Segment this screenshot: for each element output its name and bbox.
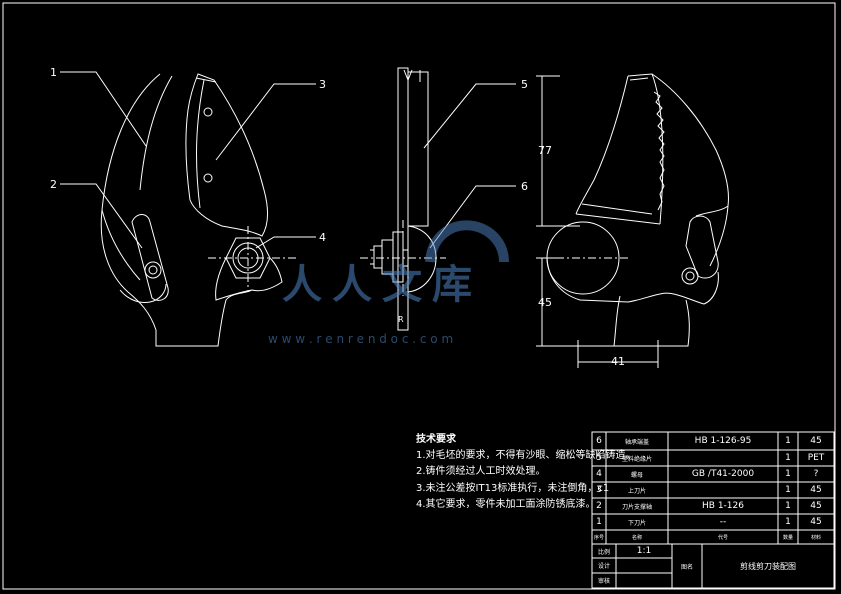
dimension-41: 41 [611,355,625,368]
scale-label: 比例 [597,548,610,556]
right-view [546,73,729,347]
header-name: 名称 [631,534,642,541]
left-view [100,73,283,347]
part-name: 塑料绝缘片 [621,455,652,463]
parts-list-grid [591,431,835,545]
tech-requirement-line: 3.未注公差按IT13标准执行，未注倒角，c1 [416,483,610,494]
dimension-r: R [398,315,404,324]
part-material: 45 [810,436,822,446]
drawn-label: 设计 [597,563,610,570]
callout-3: 3 [319,78,326,91]
part-standard [668,482,778,498]
header-number: 序号 [593,534,604,541]
right-blade-outline [627,73,729,217]
part-number: 3 [596,485,602,495]
part-quantity: 1 [785,485,791,495]
part-material: 45 [810,485,822,495]
side-view [370,67,437,331]
part-quantity: 1 [785,453,791,463]
watermark-url: w w w . r e n r e n d o c . c o m [268,332,454,346]
callout-4: 4 [319,231,326,244]
part-standard: HB 1-126-95 [694,436,752,446]
header-material: 材料 [810,534,821,541]
callout-1: 1 [50,66,57,79]
watermark-logo [425,220,509,263]
title-block-grid [591,543,835,589]
leader-lines [60,71,516,249]
part-material: ? [813,469,819,479]
tech-requirements-title: 技术要求 [416,434,456,445]
dimension-lines [536,75,659,368]
slot [131,214,169,301]
part-standard: HB 1-126 [702,501,744,511]
callout-6: 6 [521,180,528,193]
part-standard [668,450,778,466]
part-material: PET [807,453,825,463]
scale-value: 1:1 [636,546,652,556]
part-number: 1 [596,517,602,527]
part-material: 45 [810,501,822,511]
part-name: 轴承端盖 [624,438,649,446]
callout-5: 5 [521,78,528,91]
part-standard: -- [719,517,727,527]
watermark-text: 人人文库 [282,262,482,308]
callout-2: 2 [50,178,57,191]
part-quantity: 1 [785,501,791,511]
part-name: 刀片支撑轴 [621,503,652,511]
part-name: 上刀片 [627,487,646,495]
part-quantity: 1 [785,517,791,527]
drawing-name-label: 图名 [680,563,693,571]
part-standard: GB /T41-2000 [691,469,755,479]
part-quantity: 1 [785,469,791,479]
dimension-77: 77 [538,144,552,157]
lower-blade-outline [100,73,253,347]
check-label: 审核 [597,578,610,585]
tech-requirement-line: 4.其它要求，零件未加工面涂防锈底漆。 [416,499,596,510]
header-quantity: 数量 [782,534,793,541]
header-standard: 代号 [717,534,728,541]
drawing-title: 剪线剪刀装配图 [740,561,796,571]
part-number: 6 [596,436,602,446]
part-quantity: 1 [785,436,791,446]
upper-blade-outline [185,73,269,237]
dimension-45: 45 [538,296,552,309]
tech-requirement-line: 1.对毛坯的要求，不得有沙眼、缩松等缺陷铸造。 [416,450,636,461]
tech-requirement-line: 2.铸件须经过人工时效处理。 [416,466,546,477]
lower-blade-inner [139,75,173,191]
part-name: 下刀片 [627,519,646,527]
part-material: 45 [810,517,822,527]
part-number: 4 [596,469,602,479]
part-number: 5 [596,453,602,463]
part-number: 2 [596,501,602,511]
part-name: 螺母 [630,471,643,479]
